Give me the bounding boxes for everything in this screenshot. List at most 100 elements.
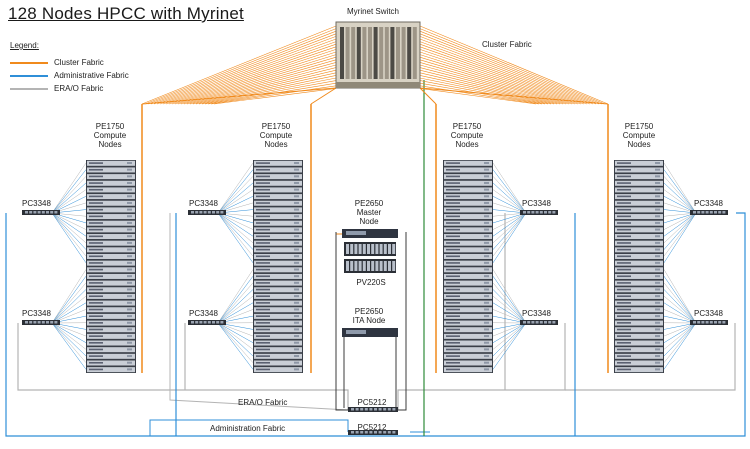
storage-drive	[388, 244, 391, 254]
node-link	[217, 322, 254, 363]
cluster-fan-line	[419, 49, 582, 105]
compute-node	[87, 167, 135, 173]
switch-port	[351, 431, 354, 434]
compute-node	[87, 207, 135, 213]
node-link	[492, 212, 527, 230]
node-link	[492, 212, 527, 237]
pc5212-label-1: PC5212	[357, 398, 387, 407]
node-drive-bay	[446, 268, 460, 271]
node-panel	[484, 341, 489, 344]
ita-node	[342, 328, 398, 337]
compute-node	[615, 174, 663, 180]
pc3348-switch	[690, 320, 728, 325]
node-panel	[294, 281, 299, 284]
cluster-fan-line	[201, 77, 337, 105]
switch-port	[718, 321, 722, 324]
legend-item-erao-fabric: ERA/O Fabric	[10, 84, 103, 94]
rack-3-fan	[492, 162, 527, 370]
erao-link	[17, 323, 349, 410]
node-drive-bay	[256, 202, 270, 204]
compute-node	[254, 347, 302, 353]
node-drive-bay	[256, 255, 270, 258]
erao-link	[397, 323, 566, 410]
node-panel	[127, 295, 132, 298]
node-drive-bay	[89, 188, 103, 191]
admin-link	[5, 212, 746, 437]
switch-port	[25, 211, 28, 214]
compute-node	[87, 287, 135, 293]
switch-body	[348, 407, 398, 412]
switch-port	[378, 431, 382, 434]
erao-link	[169, 213, 349, 411]
switch-card	[351, 27, 356, 79]
switch-port	[387, 408, 391, 411]
compute-node	[87, 200, 135, 206]
node-panel	[484, 241, 489, 244]
node-drive-bay	[617, 361, 631, 364]
compute-node	[444, 220, 492, 226]
node-link	[663, 302, 697, 324]
node-drive-bay	[89, 361, 103, 364]
switch-port	[191, 321, 194, 324]
switch-card	[412, 27, 417, 79]
node-drive-bay	[89, 208, 103, 211]
node-panel	[127, 308, 132, 311]
node-drive-bay	[446, 182, 460, 184]
legend-title: Legend:	[10, 41, 39, 50]
node-panel	[484, 181, 489, 184]
cluster-fan-line	[419, 51, 579, 105]
compute-node	[254, 227, 302, 233]
node-drive-bay	[89, 315, 103, 317]
compute-node	[254, 307, 302, 313]
pc3348-switch	[690, 210, 728, 215]
node-panel	[484, 168, 489, 171]
switch-port	[531, 211, 535, 214]
pc3348-label-1: PC3348	[22, 199, 51, 208]
node-drive-bay	[446, 302, 460, 304]
node-link	[51, 322, 87, 363]
rack-1-fan	[51, 162, 87, 370]
node-panel	[294, 295, 299, 298]
compute-node	[615, 327, 663, 333]
compute-node	[615, 307, 663, 313]
switch-port	[709, 321, 713, 324]
compute-node	[87, 300, 135, 306]
rack-1	[86, 160, 136, 373]
node-link	[663, 322, 697, 363]
node-drive-bay	[617, 355, 631, 357]
compute-node	[615, 234, 663, 240]
node-drive-bay	[617, 222, 631, 224]
node-panel	[484, 188, 489, 191]
compute-node	[444, 313, 492, 319]
storage-drive	[362, 261, 366, 271]
node-link	[217, 212, 254, 237]
node-panel	[484, 315, 489, 318]
switch-port	[199, 211, 203, 214]
node-panel	[294, 181, 299, 184]
node-panel	[127, 268, 132, 271]
switch-port	[212, 211, 215, 214]
node-panel	[484, 221, 489, 224]
node-drive-bay	[617, 175, 631, 178]
switch-port	[697, 321, 701, 324]
node-drive-bay	[446, 162, 460, 164]
node-panel	[127, 341, 132, 344]
node-drive-bay	[89, 282, 103, 284]
cluster-fan-line	[419, 88, 537, 105]
switch-port	[33, 321, 37, 324]
node-panel	[127, 301, 132, 304]
legend-label: Cluster Fabric	[54, 58, 104, 67]
switch-port	[535, 321, 539, 324]
node-link	[663, 212, 697, 257]
node-drive-bay	[446, 315, 460, 317]
node-link	[51, 302, 87, 324]
ita-node-bay	[346, 330, 366, 334]
node-link	[217, 182, 254, 214]
node-panel	[484, 268, 489, 271]
compute-node	[615, 220, 663, 226]
compute-node	[254, 167, 302, 173]
switch-body	[22, 210, 60, 215]
node-drive-bay	[256, 302, 270, 304]
node-link	[51, 182, 87, 214]
rack-3	[443, 160, 493, 373]
